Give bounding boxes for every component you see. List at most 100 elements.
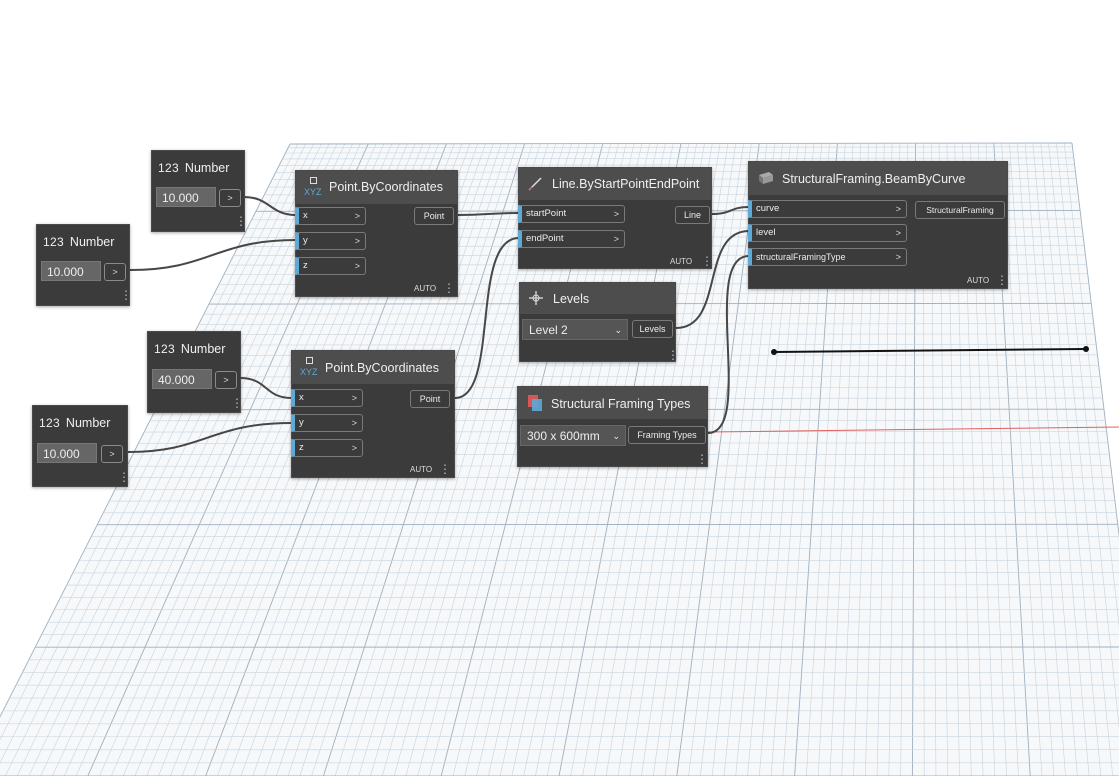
wire-num1-x xyxy=(243,196,297,216)
dropdown-value: Level 2 xyxy=(529,323,568,337)
port-chevron: > xyxy=(895,228,901,238)
port-label: z xyxy=(299,442,304,453)
menu-dots-icon[interactable]: ⋮ xyxy=(701,254,713,268)
number-title-text: Number xyxy=(184,161,230,175)
node-title: Point.ByCoordinates xyxy=(325,361,439,375)
number-value-field[interactable]: 40.000 xyxy=(152,369,212,389)
menu-dots-icon[interactable]: ⋮ xyxy=(120,288,132,302)
menu-dots-icon[interactable]: ⋮ xyxy=(667,348,679,362)
port-chevron: > xyxy=(354,261,360,271)
port-label: z xyxy=(303,260,308,271)
input-port-z[interactable]: z> xyxy=(295,257,366,275)
input-port-y[interactable]: y> xyxy=(295,232,366,250)
structural-framing-types-node[interactable]: Structural Framing Types 300 x 600mm ⌄ Fr… xyxy=(517,386,708,467)
levels-node[interactable]: Levels Level 2⌄ Levels ⋮ xyxy=(519,282,679,362)
framing-type-icon xyxy=(528,395,542,411)
node-header xyxy=(296,171,457,204)
port-label: x xyxy=(299,392,304,403)
number-value-field[interactable]: 10.000 xyxy=(37,443,97,463)
input-port-x[interactable]: x> xyxy=(295,207,366,225)
input-port-level[interactable]: level > xyxy=(748,224,907,242)
port-chevron: > xyxy=(613,234,619,244)
number-node-title: 123 Number xyxy=(158,161,229,175)
number-output-port[interactable]: > xyxy=(101,445,123,463)
number-output-port[interactable]: > xyxy=(104,263,126,281)
input-port-y[interactable]: y> xyxy=(291,414,363,432)
input-port-endpoint[interactable]: endPoint > xyxy=(518,230,625,248)
number-title-text: Number xyxy=(69,235,115,249)
wire-pt1-startpoint xyxy=(457,212,520,216)
output-port-line[interactable]: Line xyxy=(675,206,710,224)
port-chevron: > xyxy=(351,418,357,428)
input-port-x[interactable]: x> xyxy=(291,389,363,407)
number-tag: 123 xyxy=(158,161,179,175)
point-by-coordinates-node-1[interactable]: XYZ Point.ByCoordinates x> y> z> Point A… xyxy=(295,170,458,297)
number-value-field[interactable]: 10.000 xyxy=(41,261,101,281)
input-port-startpoint[interactable]: startPoint> xyxy=(518,205,625,223)
number-node-1[interactable]: 123 Number 10.000 > ⋮ xyxy=(151,150,247,232)
number-output-port[interactable]: > xyxy=(219,189,241,207)
menu-dots-icon[interactable]: ⋮ xyxy=(696,452,708,466)
port-label: x xyxy=(303,210,308,221)
beam-preview-line xyxy=(771,346,1089,355)
x-axis-line xyxy=(706,426,1119,433)
point-by-coordinates-node-2[interactable]: XYZ Point.ByCoordinates x> y> z> Point A… xyxy=(291,350,455,478)
wire-types-framingtype xyxy=(707,255,750,434)
menu-dots-icon[interactable]: ⋮ xyxy=(443,281,455,295)
number-title-text: Number xyxy=(65,416,111,430)
port-chevron: > xyxy=(613,209,619,219)
port-chevron: > xyxy=(895,204,901,214)
node-header xyxy=(292,351,454,384)
xyz-icon-text: XYZ xyxy=(304,187,322,197)
menu-dots-icon[interactable]: ⋮ xyxy=(439,462,451,476)
port-chevron: > xyxy=(354,211,360,221)
number-node-2[interactable]: 123 Number 10.000 > ⋮ xyxy=(36,224,132,306)
port-label: level xyxy=(756,227,776,238)
menu-dots-icon[interactable]: ⋮ xyxy=(996,273,1008,287)
wire-num2-y xyxy=(129,239,297,271)
line-icon xyxy=(528,177,542,191)
port-chevron: > xyxy=(895,252,901,262)
line-by-start-point-end-point-node[interactable]: Line.ByStartPointEndPoint startPoint> en… xyxy=(518,167,713,269)
framing-types-dropdown[interactable]: 300 x 600mm ⌄ xyxy=(520,425,626,446)
output-port-framing-types[interactable]: Framing Types xyxy=(628,426,706,444)
structural-framing-beam-by-curve-node[interactable]: StructuralFraming.BeamByCurve curve> lev… xyxy=(748,161,1008,289)
node-header xyxy=(518,387,707,419)
wire-pt2-endpoint xyxy=(454,237,520,399)
output-port-structural-framing[interactable]: StructuralFraming xyxy=(915,201,1005,219)
port-label: y xyxy=(303,235,308,246)
node-header xyxy=(519,168,711,200)
wires xyxy=(127,196,750,453)
chevron-down-icon: ⌄ xyxy=(612,431,620,441)
menu-dots-icon[interactable]: ⋮ xyxy=(235,214,247,228)
port-label: endPoint xyxy=(526,233,564,244)
node-title: Point.ByCoordinates xyxy=(329,180,443,194)
input-port-z[interactable]: z> xyxy=(291,439,363,457)
number-tag: 123 xyxy=(43,235,64,249)
menu-dots-icon[interactable]: ⋮ xyxy=(231,396,243,410)
wire-levels-level xyxy=(675,230,750,329)
menu-dots-icon[interactable]: ⋮ xyxy=(118,470,130,484)
output-port-levels[interactable]: Levels xyxy=(632,320,673,338)
levels-dropdown[interactable]: Level 2⌄ xyxy=(522,319,628,340)
output-port-point[interactable]: Point xyxy=(414,207,454,225)
node-title: Structural Framing Types xyxy=(551,397,691,411)
port-chevron: > xyxy=(354,236,360,246)
node-header xyxy=(520,283,675,314)
port-label: curve xyxy=(756,203,780,214)
port-chevron: > xyxy=(351,443,357,453)
run-mode-label: AUTO xyxy=(967,276,990,285)
number-output-port[interactable]: > xyxy=(215,371,237,389)
input-port-structural-framing-type[interactable]: structuralFramingType> xyxy=(748,248,907,266)
output-port-point[interactable]: Point xyxy=(410,390,450,408)
run-mode-label: AUTO xyxy=(410,465,433,474)
number-value-field[interactable]: 10.000 xyxy=(156,187,216,207)
node-header xyxy=(749,162,1007,195)
input-port-curve[interactable]: curve > xyxy=(748,200,907,218)
dropdown-value: 300 x 600mm xyxy=(527,429,600,443)
xyz-point-icon: XYZ xyxy=(300,357,320,379)
